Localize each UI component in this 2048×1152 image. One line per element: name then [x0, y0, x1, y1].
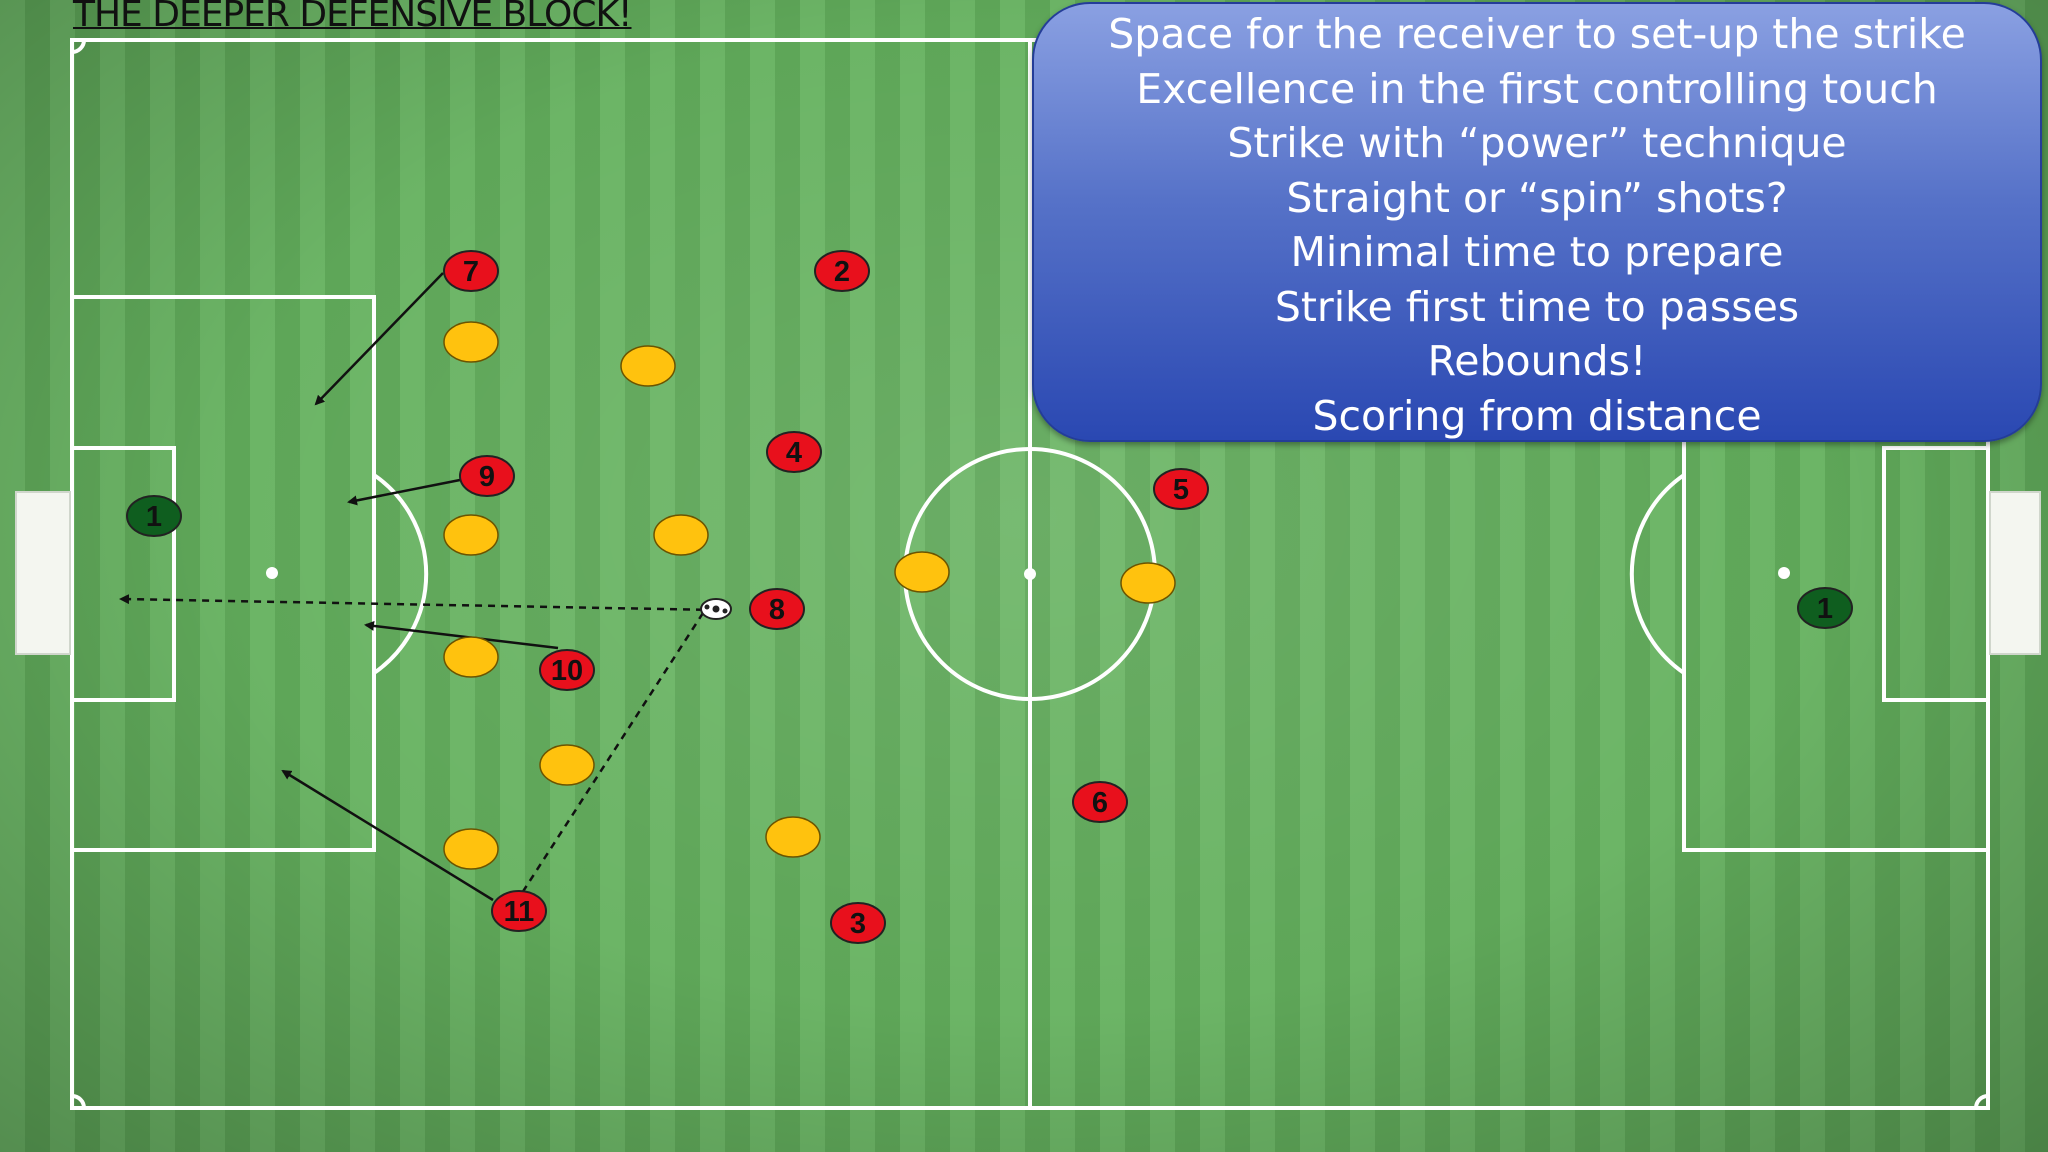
attacker-token-6-number: 6 [1092, 787, 1108, 819]
corner-arc-bottom-right [1974, 1094, 1989, 1109]
run-arrow [364, 620, 559, 650]
left-penalty-arc [372, 473, 429, 675]
defender-token [653, 514, 709, 556]
attacker-token-2-number: 2 [834, 256, 850, 288]
goals [15, 491, 2041, 655]
attacker-token-5-marker [1153, 468, 1209, 510]
left-goal [15, 491, 71, 655]
attacker-token-3-marker [830, 902, 886, 944]
defender-token [443, 828, 499, 870]
coaching-point: Straight or “spin” shots? [1286, 173, 1788, 222]
run-arrow [314, 272, 444, 406]
defender-token [620, 345, 676, 387]
attacker-token-5-number: 5 [1173, 474, 1189, 506]
annotation-lines [119, 272, 717, 902]
coaching-point: Rebounds! [1427, 337, 1647, 385]
defender-token [1120, 562, 1176, 604]
right-goalkeeper-token: 1 [1797, 587, 1853, 629]
attacker-token-4-marker [766, 431, 822, 473]
coaching-point: Strike first time to passes [1274, 282, 1800, 331]
attacker-token-8-number: 8 [769, 594, 785, 626]
coaching-point: Strike with “power” technique [1227, 119, 1847, 167]
attacker-token-11-number: 11 [504, 896, 535, 928]
attacker-token-7-number: 7 [463, 256, 479, 288]
attacker-token-10: 10 [539, 649, 595, 691]
attacker-token-11: 11 [491, 890, 547, 932]
right-goalkeeper-token-number: 1 [1817, 593, 1833, 625]
corner-arc-bottom-left [71, 1094, 86, 1109]
attacker-token-6-marker [1072, 781, 1128, 823]
attacker-token-9-marker [459, 455, 515, 497]
attacker-token-3: 3 [830, 902, 886, 944]
centre-spot [1024, 568, 1036, 580]
attacker-token-4: 4 [766, 431, 822, 473]
left-goal-area [70, 446, 176, 702]
right-goal [1989, 491, 2041, 655]
attacker-token-4-number: 4 [786, 437, 802, 469]
attacker-token-8: 8 [749, 588, 805, 630]
corner-arc-top-left [71, 39, 86, 54]
defender-token [443, 514, 499, 556]
diagram-title: THE DEEPER DEFENSIVE BLOCK! [73, 0, 632, 35]
pitch-spots [266, 567, 1790, 580]
attacker-token-7: 7 [443, 250, 499, 292]
run-arrow [347, 478, 461, 506]
left-penalty-spot [266, 567, 278, 579]
attacker-token-10-marker [539, 649, 595, 691]
right-penalty-arc [1629, 473, 1686, 675]
attacker-token-2: 2 [814, 250, 870, 292]
attacker-token-9-number: 9 [479, 461, 495, 493]
attacker-token-5: 5 [1153, 468, 1209, 510]
left-penalty-area [70, 295, 376, 852]
coaching-point: Excellence in the first controlling touc… [1136, 64, 1938, 113]
defender-token [443, 321, 499, 363]
run-arrow [281, 769, 494, 902]
coaching-point: Scoring from distance [1312, 391, 1762, 440]
left-goalkeeper-token: 1 [126, 495, 182, 537]
coaching-point: Minimal time to prepare [1290, 228, 1784, 276]
attacker-token-6: 6 [1072, 781, 1128, 823]
attacker-token-9: 9 [459, 455, 515, 497]
attacker-token-7-marker [443, 250, 499, 292]
defender-token [894, 551, 950, 593]
right-penalty-spot [1778, 567, 1790, 579]
defender-token [765, 816, 821, 858]
defender-token [539, 744, 595, 786]
coaching-point: Space for the receiver to set-up the str… [1108, 10, 1966, 58]
defender-token [443, 636, 499, 678]
left-goalkeeper-token-marker [126, 495, 182, 537]
shot-line [119, 594, 717, 612]
attacker-token-10-number: 10 [551, 655, 583, 687]
attacker-token-2-marker [814, 250, 870, 292]
coaching-points-box: Space for the receiver to set-up the str… [1032, 2, 2042, 442]
attacker-token-3-number: 3 [850, 908, 866, 940]
ball-icon [700, 598, 732, 620]
left-goalkeeper-token-number: 1 [146, 501, 162, 533]
pass-line [520, 612, 705, 894]
right-goalkeeper-token-marker [1797, 587, 1853, 629]
attacker-token-8-marker [749, 588, 805, 630]
right-goal-area [1882, 446, 1990, 702]
attacker-token-11-marker [491, 890, 547, 932]
